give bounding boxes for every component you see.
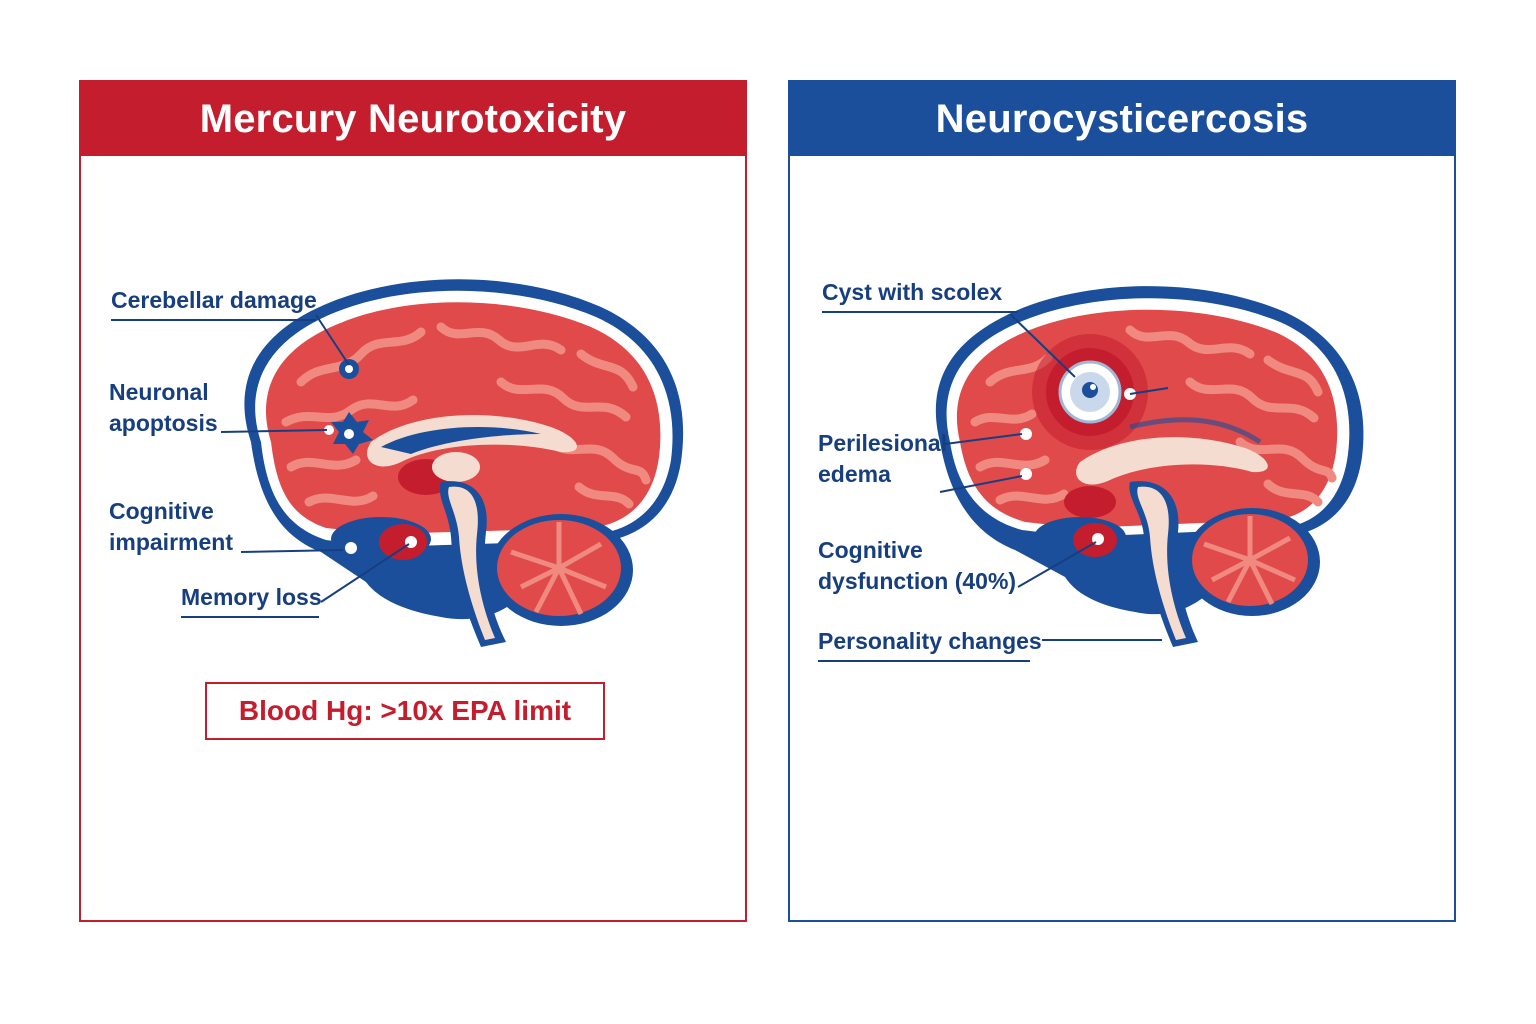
- cerebellar-damage-text: Cerebellar damage: [111, 287, 317, 313]
- cognitive-dysfunction-text-line2: dysfunction (40%): [818, 568, 1017, 594]
- personality-changes-label: Personality changes: [818, 626, 1042, 662]
- cyst-with-scolex-label: Cyst with scolex: [822, 277, 1018, 313]
- memory-loss-label: Memory loss: [181, 582, 322, 618]
- perilesional-edema-label: Perilesional edema: [818, 428, 947, 490]
- cerebellar-damage-underline: [111, 319, 316, 321]
- perilesional-edema-text-line1: Perilesional: [818, 430, 948, 456]
- cognitive-impairment-text-line1: Cognitive: [109, 498, 214, 524]
- memory-loss-text: Memory loss: [181, 584, 322, 610]
- personality-changes-text: Personality changes: [818, 628, 1042, 654]
- cognitive-impairment-label: Cognitive impairment: [109, 496, 233, 558]
- mercury-panel: Mercury Neurotoxicity: [79, 80, 747, 922]
- cyst-with-scolex-text: Cyst with scolex: [822, 279, 1003, 305]
- blood-mercury-callout: Blood Hg: >10x EPA limit: [205, 682, 605, 740]
- mercury-brain-illustration: [220, 279, 684, 647]
- neuronal-apoptosis-label: Neuronal apoptosis: [109, 377, 218, 439]
- neurocysticercosis-panel-title: Neurocysticercosis: [790, 82, 1454, 156]
- neuronal-apoptosis-text-line1: Neuronal: [109, 379, 209, 405]
- perilesional-edema-text-line2: edema: [818, 461, 891, 487]
- neuronal-apoptosis-text-line2: apoptosis: [109, 410, 218, 436]
- cyst-with-scolex-underline: [822, 311, 1018, 313]
- cognitive-impairment-text-line2: impairment: [109, 529, 233, 555]
- neurocysticercosis-panel: Neurocysticercosis: [788, 80, 1456, 922]
- neurocysticercosis-brain-illustration: [935, 286, 1364, 647]
- cognitive-dysfunction-text-line1: Cognitive: [818, 537, 923, 563]
- cerebellar-damage-label: Cerebellar damage: [111, 285, 317, 321]
- cognitive-dysfunction-label: Cognitive dysfunction (40%): [818, 535, 1016, 597]
- personality-changes-underline: [818, 660, 1030, 662]
- mercury-panel-title: Mercury Neurotoxicity: [81, 82, 745, 156]
- memory-loss-underline: [181, 616, 319, 618]
